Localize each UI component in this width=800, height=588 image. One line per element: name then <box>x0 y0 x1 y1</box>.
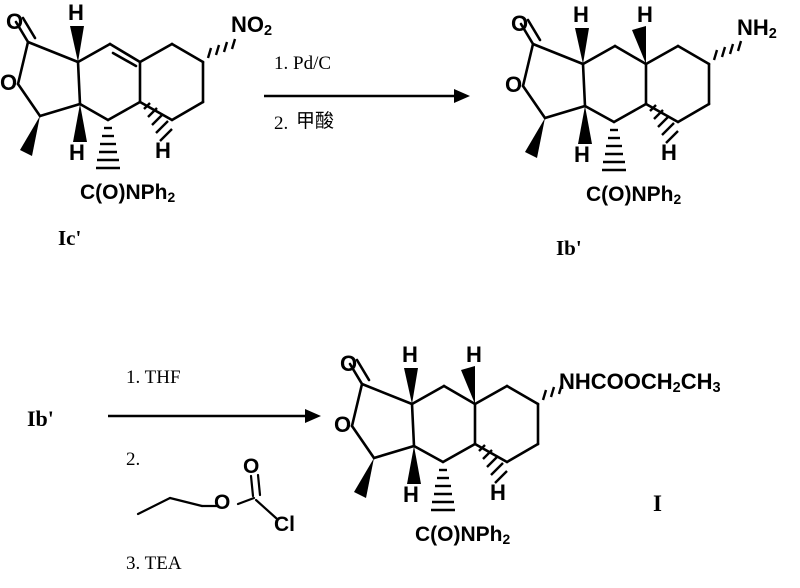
carbamate-label-text-1: NHCOOCH <box>559 369 673 394</box>
reaction-arrow-1 <box>264 89 470 103</box>
stereo-hydrogen-fusion-label: H <box>661 140 677 165</box>
structure-product-ib: O O H H H H NH2 C(O)NPh2 <box>505 0 800 235</box>
compound-label-ic: Ic' <box>58 226 82 250</box>
ring-oxygen-label: O <box>334 412 352 437</box>
carbonyl-oxygen-label: O <box>511 11 529 36</box>
stereo-hydrogen-bottom-label: H <box>69 140 85 165</box>
structure-ethyl-chloroformate: O O Cl <box>130 455 315 538</box>
stereo-hydrogen-top-right-label: H <box>466 342 482 367</box>
amide-group-label: C(O)NPh2 <box>415 524 510 547</box>
carbamate-label-sub-2: 3 <box>712 380 721 397</box>
amide-label-text: C(O)NPh <box>80 181 168 204</box>
amide-group-label: C(O)NPh2 <box>586 184 681 207</box>
amide-label-text: C(O)NPh <box>586 183 674 206</box>
condition-2-step-1: 1. THF <box>126 367 181 388</box>
carbonyl-oxygen-label: O <box>243 455 260 478</box>
condition-1-step-2-reagent: 甲酸 <box>296 110 335 132</box>
structure-reactant-ic: O O H H H NO2 C(O)NPh2 <box>0 0 272 230</box>
condition-1-step-1: 1. Pd/C <box>274 53 332 74</box>
stereo-hydrogen-bottom-label: H <box>403 482 419 507</box>
nitro-group-label: NO2 <box>231 14 272 39</box>
stereo-hydrogen-top-right-label: H <box>637 2 653 27</box>
compound-label-i: I <box>653 491 662 516</box>
compound-label-ib-product: Ib' <box>556 236 582 260</box>
stereo-hydrogen-bottom-label: H <box>574 142 590 167</box>
ethyl-chloroformate-svg <box>136 473 278 520</box>
amine-label-text: NH <box>737 15 769 40</box>
structure-svg-i <box>348 358 564 512</box>
stereo-hydrogen-fusion-label: H <box>490 480 506 505</box>
structure-product-i: O O H H H H NHCOOCH2CH3 C(O)NPh2 <box>332 338 800 588</box>
reaction-arrow-2-group: 1. THF 2. O O Cl <box>100 368 330 583</box>
carbamate-group-label: NHCOOCH2CH3 <box>559 371 721 396</box>
ester-oxygen-label: O <box>214 491 231 514</box>
condition-1-step-2-number: 2. <box>274 113 289 134</box>
chlorine-label: Cl <box>274 513 295 536</box>
reaction-arrow-2 <box>108 409 321 423</box>
amide-label-sub: 2 <box>167 189 176 206</box>
carbamate-label-sub-1: 2 <box>672 380 681 397</box>
ring-oxygen-label: O <box>0 70 18 95</box>
stereo-hydrogen-top-label: H <box>68 0 84 25</box>
structure-svg-ib <box>519 18 743 172</box>
carbonyl-oxygen-label: O <box>6 9 24 34</box>
stereo-hydrogen-top-left-label: H <box>402 342 418 367</box>
amine-group-label: NH2 <box>737 17 777 42</box>
carbonyl-oxygen-label: O <box>340 351 358 376</box>
stereo-hydrogen-fusion-label: H <box>155 138 171 163</box>
amide-label-text: C(O)NPh <box>415 523 503 546</box>
nitro-label-text: NO <box>231 12 264 37</box>
carbamate-label-text-2: CH <box>680 369 713 394</box>
reaction-arrow-1-group: 1. Pd/C 2. 甲酸 <box>262 54 472 164</box>
compound-label-ib-reactant: Ib' <box>27 406 54 431</box>
condition-2-step-2-number: 2. <box>126 449 141 470</box>
stereo-hydrogen-top-left-label: H <box>573 2 589 27</box>
ring-oxygen-label: O <box>505 72 523 97</box>
amide-group-label: C(O)NPh2 <box>80 182 175 205</box>
amide-label-sub: 2 <box>502 531 511 548</box>
structure-svg-ic <box>14 16 237 170</box>
nitro-label-sub: 2 <box>264 23 273 40</box>
amide-label-sub: 2 <box>673 191 682 208</box>
amine-label-sub: 2 <box>768 26 777 43</box>
condition-2-step-3: 3. TEA <box>126 553 182 574</box>
